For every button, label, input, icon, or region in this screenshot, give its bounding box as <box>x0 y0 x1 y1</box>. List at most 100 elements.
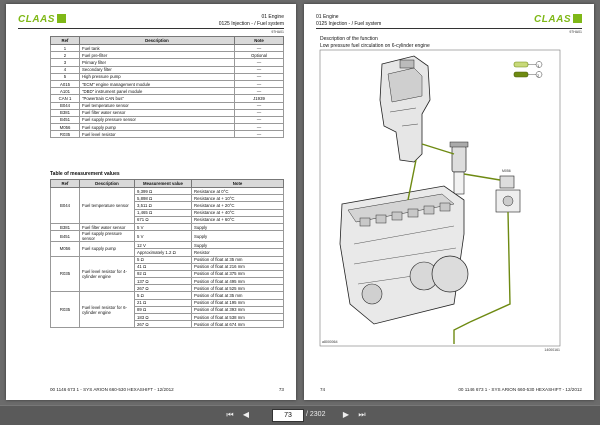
header-code: 97HA01 <box>569 30 582 34</box>
measurement-cell: 5 Ω <box>134 255 192 264</box>
measurement-cell: 5 V <box>134 222 192 232</box>
measurement-cell: 267 Ω <box>134 320 192 329</box>
note-cell: Resistance at 0°C <box>191 186 284 196</box>
ref-cell: B381 <box>50 222 80 232</box>
note-cell: Supply <box>191 230 284 243</box>
callout-2 <box>535 71 543 78</box>
note-cell: Resistor <box>191 248 284 257</box>
table-row: A101"DBD" instrument panel module— <box>50 87 284 96</box>
measurement-cell: 41 Ω <box>134 262 192 271</box>
description-cell: Fuel supply pump <box>79 241 135 257</box>
col-ref: Ref <box>50 179 80 188</box>
ref-cell: B381 <box>50 108 80 117</box>
note-cell: — <box>234 87 284 96</box>
description-cell: Fuel tank <box>79 43 235 53</box>
header-code: 97HA01 <box>271 30 284 34</box>
measurement-table: Ref Description Measurement value Note B… <box>50 179 284 329</box>
description-cell: Fuel supply pressure sensor <box>79 230 135 243</box>
ref-cell: A101 <box>50 87 80 96</box>
description-cell: "DBD" instrument panel module <box>79 87 235 96</box>
table-row: CAN 1"Powertrain CAN bus"J1939 <box>50 94 284 103</box>
ref-cell: M056 <box>50 123 80 132</box>
ref-cell: 3 <box>50 58 80 67</box>
note-cell: Position of float at 495 mm <box>191 277 284 286</box>
note-cell: — <box>234 115 284 125</box>
ref-cell: 1 <box>50 43 80 53</box>
legend-swatch-2 <box>513 71 529 78</box>
image-code: a8000064 <box>322 340 338 344</box>
col-ref: Ref <box>50 36 80 45</box>
measurement-cell: 89 Ω <box>134 305 192 315</box>
ref-cell: R035 <box>50 291 80 329</box>
logo-mark-icon <box>573 14 582 23</box>
note-cell: Resistance at + 40°C <box>191 208 284 217</box>
section-label: 0125 Injection - / Fuel system <box>218 20 284 27</box>
m056-label: M056 <box>502 169 511 173</box>
first-page-icon[interactable]: ⏮ <box>226 410 234 419</box>
prev-page-icon[interactable]: ◀ <box>242 410 250 419</box>
chapter-label: 01 Engine <box>261 14 284 20</box>
section-label: 0125 Injection - / Fuel system <box>316 20 382 27</box>
measurement-cell: 12 V <box>134 241 192 250</box>
ref-cell: B451 <box>50 230 80 243</box>
measurement-cell: 183 Ω <box>134 312 192 322</box>
ref-cell: CAN 1 <box>50 94 80 103</box>
measurement-cell: 137 Ω <box>134 277 192 286</box>
ref-cell: R035 <box>50 255 80 293</box>
note-cell: Supply <box>191 241 284 250</box>
claas-logo: CLAAS <box>534 14 582 25</box>
note-cell: — <box>234 130 284 139</box>
description-cell: Fuel supply pressure sensor <box>79 115 235 125</box>
col-note: Note <box>191 179 284 188</box>
note-cell: Position of float at 674 mm <box>191 320 284 329</box>
ref-cell: 4 <box>50 65 80 74</box>
description-cell: Fuel temperature sensor <box>79 187 135 224</box>
logo-mark-icon <box>56 14 66 23</box>
col-measurement: Measurement value <box>134 179 192 188</box>
note-cell: Position of float at 216 mm <box>191 262 284 271</box>
measurement-cell: 5 V <box>134 230 192 243</box>
legend <box>513 61 543 78</box>
diagram-title: Low pressure fuel circulation on 6-cylin… <box>320 43 430 49</box>
description-cell: "ECM" engine management module <box>79 79 235 89</box>
note-cell: J1939 <box>234 94 284 103</box>
section-title: Table of measurement values <box>50 171 120 177</box>
header-divider <box>316 28 582 29</box>
fuel-tank <box>379 55 431 163</box>
description-cell: Secondary filter <box>79 65 235 74</box>
measurement-cell: 3,511 Ω <box>134 201 192 210</box>
note-cell: Position of float at 35 mm <box>191 291 284 300</box>
engine-block <box>339 185 469 325</box>
callout-2-label: 2 <box>537 73 540 78</box>
description-cell: Fuel level resistor for 4-cylinder engin… <box>79 255 135 293</box>
measurement-cell: 9,399 Ω <box>134 186 192 196</box>
measurement-cell: 92 Ω <box>134 269 192 279</box>
description-cell: Fuel supply pump <box>79 123 235 132</box>
note-cell: Position of float at 195 mm <box>191 298 284 307</box>
note-cell: — <box>234 79 284 89</box>
description-title: Description of the function <box>320 36 378 42</box>
measurement-cell: 1,465 Ω <box>134 208 192 217</box>
page-input[interactable]: 73 <box>272 409 304 422</box>
next-page-icon[interactable]: ▶ <box>342 410 350 419</box>
right-page-header: 01 Engine 0125 Injection - / Fuel system <box>316 14 381 27</box>
last-page-icon[interactable]: ⏭ <box>358 410 366 419</box>
col-description: Description <box>79 36 235 45</box>
col-description: Description <box>79 179 135 188</box>
ref-cell: R035 <box>50 130 80 139</box>
image-code-2: 14000161 <box>544 348 560 352</box>
ref-cell: 5 <box>50 72 80 81</box>
description-cell: Fuel temperature sensor <box>79 101 235 110</box>
